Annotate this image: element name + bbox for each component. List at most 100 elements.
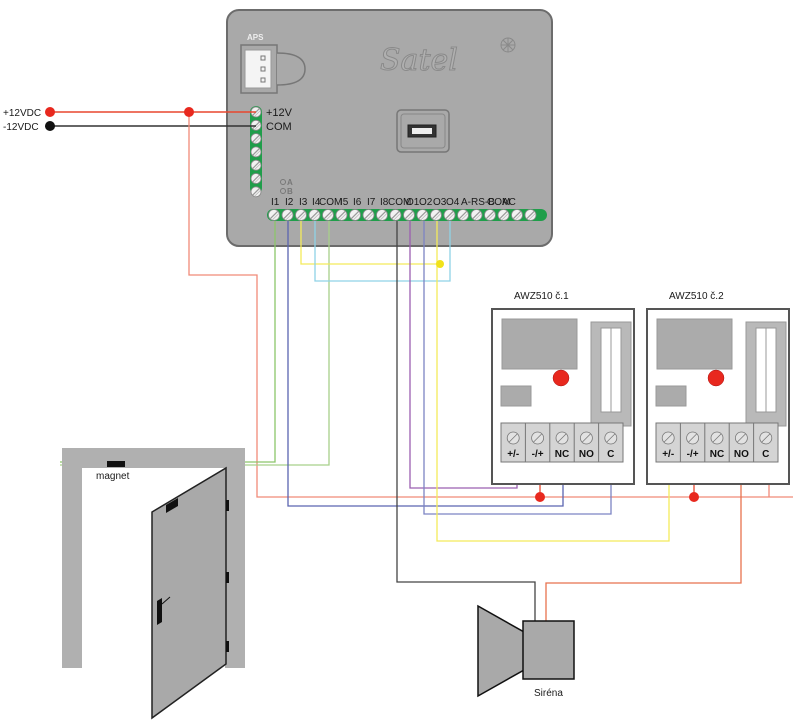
io-terminal-screw	[362, 209, 375, 221]
io-terminal-screw	[524, 209, 537, 221]
power-terminal-screw	[250, 186, 262, 198]
io-terminal-label: COM	[319, 197, 342, 208]
brand-logo: Satel	[380, 43, 458, 78]
io-terminal-screw	[281, 209, 294, 221]
io-terminal-label: O4	[446, 197, 460, 208]
module-led-icon	[707, 369, 725, 387]
siren-horn-icon	[477, 604, 525, 698]
aps-label: APS	[247, 33, 264, 42]
module-terminal-screw	[710, 431, 724, 445]
module-terminal-screw	[661, 431, 675, 445]
magnet-label: magnet	[96, 471, 130, 482]
io-terminal-screw	[295, 209, 307, 221]
controller-panel: APS Satel +12V COM	[226, 9, 553, 247]
io-terminal-label: O3	[433, 197, 447, 208]
door-handle-icon	[157, 598, 162, 625]
module-terminal-screw	[686, 431, 699, 445]
module-terminal-label: +/-	[507, 449, 519, 460]
power-terminal-screw	[250, 146, 262, 158]
yellow-junction-dot	[436, 260, 444, 268]
io-terminal-screw	[470, 209, 483, 221]
indicator-a: A	[280, 178, 293, 187]
io-terminal-screw	[484, 209, 496, 221]
io-terminal-screw	[268, 209, 280, 221]
siren-label: Siréna	[534, 688, 563, 699]
io-terminal-screw	[389, 209, 402, 221]
io-terminal-label: I1	[271, 197, 280, 208]
door-hinge-icon	[226, 641, 229, 652]
controller-body	[226, 9, 553, 247]
module-terminal-label: +/-	[662, 449, 674, 460]
io-terminal-screw	[497, 209, 510, 221]
door-hinge-icon	[226, 572, 229, 583]
io-terminal-label: COM	[388, 197, 411, 208]
io-terminal-screws	[268, 209, 537, 221]
module-led-icon	[552, 369, 570, 387]
module-terminal-screw	[604, 431, 618, 445]
junction-dots	[45, 107, 699, 502]
io-terminal-screw	[430, 209, 442, 221]
io-terminal-label: O2	[419, 197, 433, 208]
door-hinge-icon	[226, 500, 229, 511]
wire-com-black-siren	[396, 221, 536, 622]
io-terminal-screw	[349, 209, 361, 221]
module2-junction-dot	[689, 492, 699, 502]
power-terminal-screw	[250, 173, 262, 184]
io-terminal-label: O1	[406, 197, 420, 208]
wires	[50, 111, 793, 622]
io-terminal-screw	[416, 209, 429, 221]
door-sensor-icon	[166, 498, 178, 513]
module-terminal-label: C	[607, 449, 614, 460]
module-chip	[655, 385, 687, 407]
io-terminal-screw	[376, 209, 388, 221]
siren: Siréna	[477, 604, 575, 699]
module-terminal-screw	[759, 431, 773, 445]
door-assembly: magnet	[62, 448, 245, 720]
usb-port[interactable]	[396, 109, 450, 153]
plus12v-terminal-dot	[45, 107, 55, 117]
module-terminal-label: C	[762, 449, 769, 460]
module-terminal-screw	[531, 431, 544, 445]
magnet-icon	[107, 461, 125, 467]
module-terminal-label: NO	[579, 449, 594, 460]
terminal-label-com-power: COM	[266, 121, 292, 133]
wire-module2-no-siren	[545, 457, 742, 622]
power-terminal-screw	[250, 133, 262, 145]
minus12v-terminal-dot	[45, 121, 55, 131]
module1-junction-dot	[535, 492, 545, 502]
module-terminal-screw	[735, 431, 748, 445]
module-terminal-label: NO	[734, 449, 749, 460]
io-terminal-label: I3	[299, 197, 308, 208]
io-terminal-screw	[322, 209, 334, 221]
plus12v-junction-dot	[184, 107, 194, 117]
wire-i4-cyan	[314, 221, 451, 282]
io-terminal-screw	[403, 209, 415, 221]
io-terminal-screw	[457, 209, 469, 221]
io-terminal-label: I4	[312, 197, 321, 208]
brand-snowflake-icon	[500, 37, 516, 53]
module-terminal-label: -/+	[687, 449, 699, 460]
io-terminal-screw	[511, 209, 523, 221]
wire-i1-green	[60, 221, 276, 463]
power-terminal-screw	[250, 159, 262, 171]
io-terminal-label: AC	[502, 197, 516, 208]
svg-text:A: A	[287, 178, 293, 187]
door-handle-lever	[161, 596, 171, 605]
svg-text:B: B	[287, 187, 293, 196]
wire-plus12v-distribution	[188, 112, 793, 498]
module-terminal-screw	[555, 431, 569, 445]
io-terminal-label: COM	[487, 197, 510, 208]
io-terminal-screw	[443, 209, 456, 221]
door-leaf	[151, 466, 227, 720]
power-terminal-screws	[250, 106, 262, 198]
module-terminal-screw	[506, 431, 520, 445]
module-relay	[501, 318, 578, 370]
siren-body	[522, 620, 575, 680]
io-terminal-screw	[335, 209, 348, 221]
io-terminal-label: I7	[367, 197, 376, 208]
